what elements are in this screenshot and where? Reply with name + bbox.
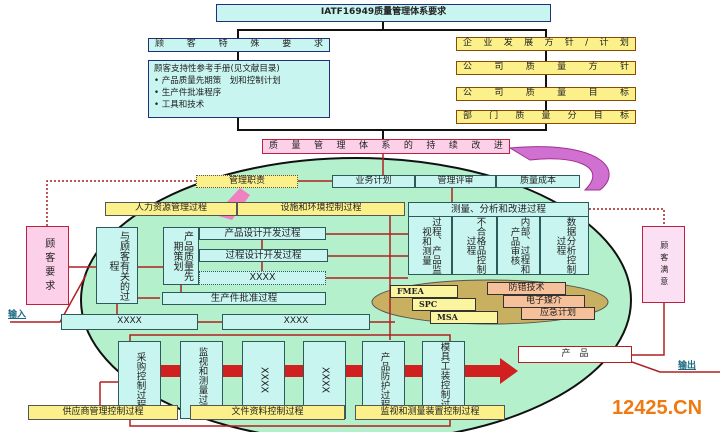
char: 针	[619, 62, 629, 73]
char: 特	[218, 39, 228, 50]
tool-spc: SPC	[412, 298, 476, 311]
design-xxxx: XXXX	[199, 271, 326, 285]
ppap-process: 生产件批准过程	[162, 292, 326, 305]
char: 持	[426, 140, 436, 151]
char: 司	[494, 88, 504, 99]
management-responsibility: 管理职责	[196, 175, 298, 188]
char: 理	[336, 140, 346, 151]
policy-box-3: 部门质量分目标	[456, 110, 636, 124]
char: 体	[358, 140, 368, 151]
title-box: IATF16949质量管理体系要求	[216, 4, 551, 22]
char: 质	[269, 140, 279, 151]
continual-improvement-box: 质量管理体系的持续改进	[262, 139, 510, 154]
char: 公	[463, 62, 473, 73]
management-review: 管理评审	[415, 175, 496, 188]
xxxx-left: XXXX	[61, 314, 198, 330]
char: 目	[588, 88, 598, 99]
manual-item: • 工具和技术	[154, 99, 205, 110]
bottom-support-2: 监视和测量装置控制过程	[355, 405, 505, 420]
char: 方	[588, 62, 598, 73]
manual-item: • 生产件批准程序	[154, 87, 222, 98]
char: 公	[463, 88, 473, 99]
char: 分	[567, 111, 577, 122]
char: 司	[494, 62, 504, 73]
facility-environment-process: 设施和环境控制过程	[237, 202, 405, 216]
quality-cost: 质量成本	[496, 175, 580, 188]
char: 质	[515, 111, 525, 122]
char: 量	[557, 62, 567, 73]
policy-box-2: 公司质量目标	[456, 87, 636, 101]
char: 管	[313, 140, 323, 151]
process-design-process: 过程设计开发过程	[199, 249, 328, 262]
xxxx-right: XXXX	[222, 314, 370, 330]
char: 企	[463, 38, 473, 49]
policy-box-1: 公司质量方针	[456, 61, 636, 75]
char: 续	[448, 140, 458, 151]
measure-col-3: 数据分析控制过程	[540, 216, 589, 275]
char: 要	[282, 39, 292, 50]
char: 改	[471, 140, 481, 151]
input-label: 输入	[8, 310, 27, 320]
customer-manual-box: 顾客支持性参考手册(见文献目录) • 产品质量先期策 划和控制计划 • 生产件批…	[148, 60, 330, 118]
manual-item-text: 生产件批准程序	[161, 87, 222, 98]
bottom-support-0: 供应商管理控制过程	[28, 405, 178, 420]
char: 量	[291, 140, 301, 151]
manual-heading: 顾客支持性参考手册(见文献目录)	[154, 64, 280, 74]
improvement-loop-arrow	[508, 146, 610, 191]
char: 针	[564, 38, 574, 49]
customer-satisfaction: 顾客满意	[642, 226, 685, 303]
char: 发	[503, 38, 513, 49]
bottom-support-1: 文件资料控制过程	[190, 405, 345, 420]
char: 目	[593, 111, 603, 122]
char: 标	[619, 111, 629, 122]
char: 质	[525, 88, 535, 99]
measure-col-2: 内部、过程和产品审核	[497, 216, 540, 275]
measure-col-1: 不合格品控制过程	[452, 216, 497, 275]
product-design-process: 产品设计开发过程	[199, 227, 326, 240]
watermark: 12425.CN	[612, 397, 703, 419]
tool-msa: MSA	[430, 311, 498, 324]
apqp-box: 产品质量先期策划	[163, 227, 199, 285]
tool-right-0: 防错技术	[487, 282, 566, 295]
output-label: 输出	[678, 361, 697, 371]
customer-related-process: 与顾客有关的过程	[96, 227, 138, 304]
char: 部	[463, 111, 473, 122]
char: 客	[186, 39, 196, 50]
char: 求	[313, 39, 323, 50]
char: 计	[599, 38, 609, 49]
char: 系	[381, 140, 391, 151]
policy-box-0: 企业发展方针 / 计划	[456, 37, 636, 51]
char: 方	[544, 38, 554, 49]
char: 量	[557, 88, 567, 99]
business-plan: 业务计划	[332, 175, 415, 188]
char: 殊	[250, 39, 260, 50]
char: 顾	[155, 39, 165, 50]
char: 进	[493, 140, 503, 151]
char: 业	[483, 38, 493, 49]
char: 展	[524, 38, 534, 49]
customer-requirements: 顾客要求	[26, 226, 69, 305]
char: /	[585, 38, 589, 49]
char: 划	[619, 38, 629, 49]
char: 的	[403, 140, 413, 151]
char: 门	[489, 111, 499, 122]
manual-item: • 产品质量先期策 划和控制计划	[154, 75, 281, 86]
hr-management-process: 人力资源管理过程	[105, 202, 237, 216]
product-box: 产 品	[518, 346, 632, 363]
manual-item-text: 产品质量先期策 划和控制计划	[161, 75, 281, 86]
measure-col-0: 过程、产品监视和测量	[408, 216, 452, 275]
manual-item-text: 工具和技术	[161, 99, 205, 110]
char: 质	[525, 62, 535, 73]
char: 标	[619, 88, 629, 99]
tool-fmea: FMEA	[390, 285, 458, 298]
tool-right-2: 应急计划	[521, 307, 595, 320]
customer-specific-requirements: 顾客特殊要求	[148, 38, 330, 52]
char: 量	[541, 111, 551, 122]
measurement-analysis-title: 测量、分析和改进过程	[408, 202, 589, 217]
